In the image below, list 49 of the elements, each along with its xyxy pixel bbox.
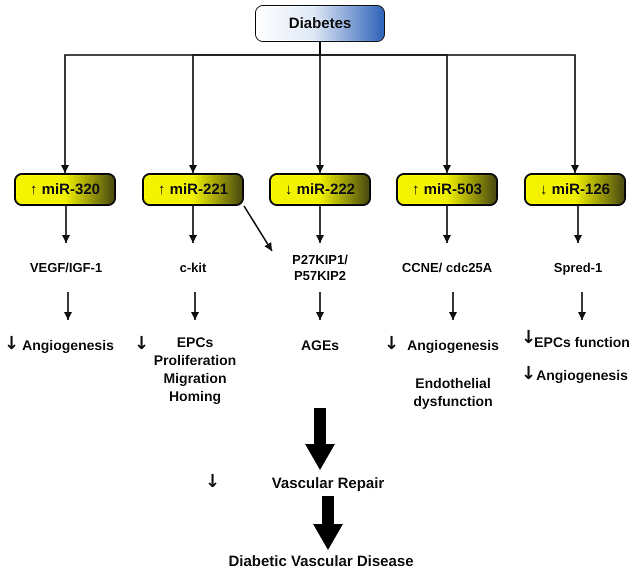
arrow bbox=[191, 292, 199, 320]
arrow bbox=[62, 206, 70, 243]
arrow bbox=[243, 206, 273, 252]
arrow bbox=[574, 206, 582, 243]
trend-arrow: ↓ bbox=[521, 328, 536, 348]
box-label: ↑ miR-503 bbox=[412, 181, 482, 198]
arrow bbox=[64, 292, 72, 320]
arrow bbox=[578, 292, 586, 320]
node-text: Endothelial dysfunction bbox=[412, 374, 494, 410]
block-arrow bbox=[313, 496, 343, 550]
box-label: ↓ miR-222 bbox=[284, 181, 356, 198]
condition-box bbox=[255, 5, 385, 42]
mirna-box bbox=[14, 173, 116, 206]
mirna-box bbox=[396, 173, 498, 206]
box-label: ↑ miR-221 bbox=[158, 181, 228, 198]
arrow bbox=[316, 206, 324, 243]
node-text: Angiogenesis bbox=[22, 336, 114, 354]
node-text: EPCs function bbox=[534, 333, 630, 351]
node-text: Spred-1 bbox=[554, 260, 602, 276]
arrow bbox=[449, 292, 457, 320]
node-text: AGEs bbox=[300, 336, 340, 354]
trend-arrow: ↓ bbox=[205, 472, 220, 492]
arrow bbox=[319, 42, 579, 173]
arrow bbox=[316, 292, 324, 320]
node-text: EPCs bbox=[176, 333, 214, 351]
arrow bbox=[443, 206, 451, 243]
node-text: Proliferation bbox=[154, 351, 236, 369]
mirna-box bbox=[524, 173, 626, 206]
arrow bbox=[189, 206, 197, 243]
node-text: VEGF/IGF-1 bbox=[30, 260, 102, 276]
mirna-box bbox=[269, 173, 371, 206]
node-text: Diabetic Vascular Disease bbox=[228, 552, 414, 570]
trend-arrow: ↓ bbox=[384, 334, 400, 354]
trend-arrow: ↓ bbox=[521, 364, 536, 384]
node-text: Homing bbox=[168, 387, 222, 405]
mirna-box bbox=[142, 173, 244, 206]
trend-arrow: ↓ bbox=[4, 334, 20, 354]
node-text: Angiogenesis bbox=[536, 366, 628, 384]
trend-arrow: ↓ bbox=[134, 334, 150, 354]
box-label: ↑ miR-320 bbox=[30, 181, 100, 198]
node-text: Angiogenesis bbox=[407, 336, 499, 354]
node-text: Vascular Repair bbox=[272, 474, 384, 492]
node-text: P27KIP1/ P57KIP2 bbox=[291, 252, 349, 284]
box-label: ↓ miR-126 bbox=[540, 181, 610, 198]
box-label: Diabetes bbox=[288, 15, 352, 32]
node-text: c-kit bbox=[180, 260, 206, 276]
block-arrow bbox=[305, 408, 335, 470]
node-text: Migration bbox=[164, 369, 226, 387]
node-text: CCNE/ cdc25A bbox=[402, 260, 492, 276]
